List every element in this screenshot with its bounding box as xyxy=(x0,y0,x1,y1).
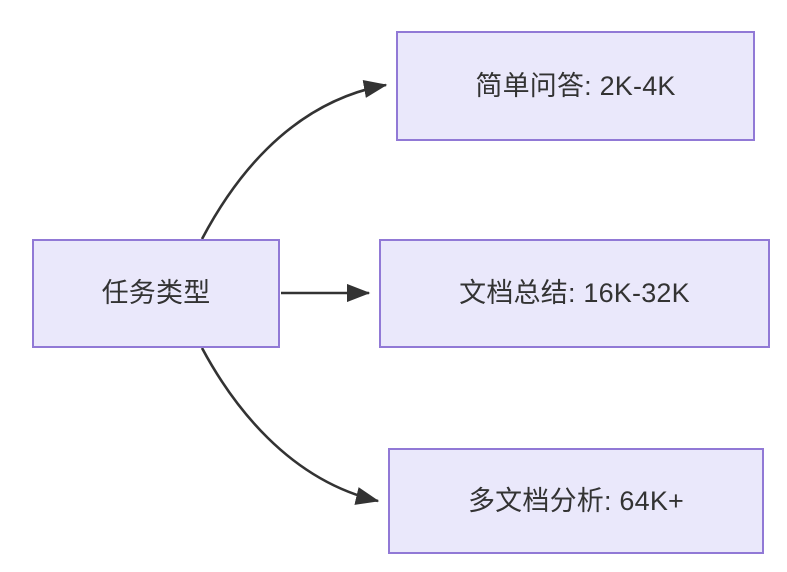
node-simple-qa-label: 简单问答: 2K-4K xyxy=(475,70,676,101)
node-simple-qa[interactable]: 简单问答: 2K-4K xyxy=(396,31,755,141)
node-doc-summary-label: 文档总结: 16K-32K xyxy=(459,278,690,309)
node-task-type-label: 任务类型 xyxy=(101,278,211,309)
node-multi-doc-label: 多文档分析: 64K+ xyxy=(467,485,684,516)
node-task-type[interactable]: 任务类型 xyxy=(32,239,280,348)
edge-task-type-to-multi-doc xyxy=(200,347,380,505)
node-multi-doc[interactable]: 多文档分析: 64K+ xyxy=(388,448,764,554)
edge-task-type-to-simple-qa xyxy=(200,79,388,240)
node-doc-summary[interactable]: 文档总结: 16K-32K xyxy=(379,239,770,348)
